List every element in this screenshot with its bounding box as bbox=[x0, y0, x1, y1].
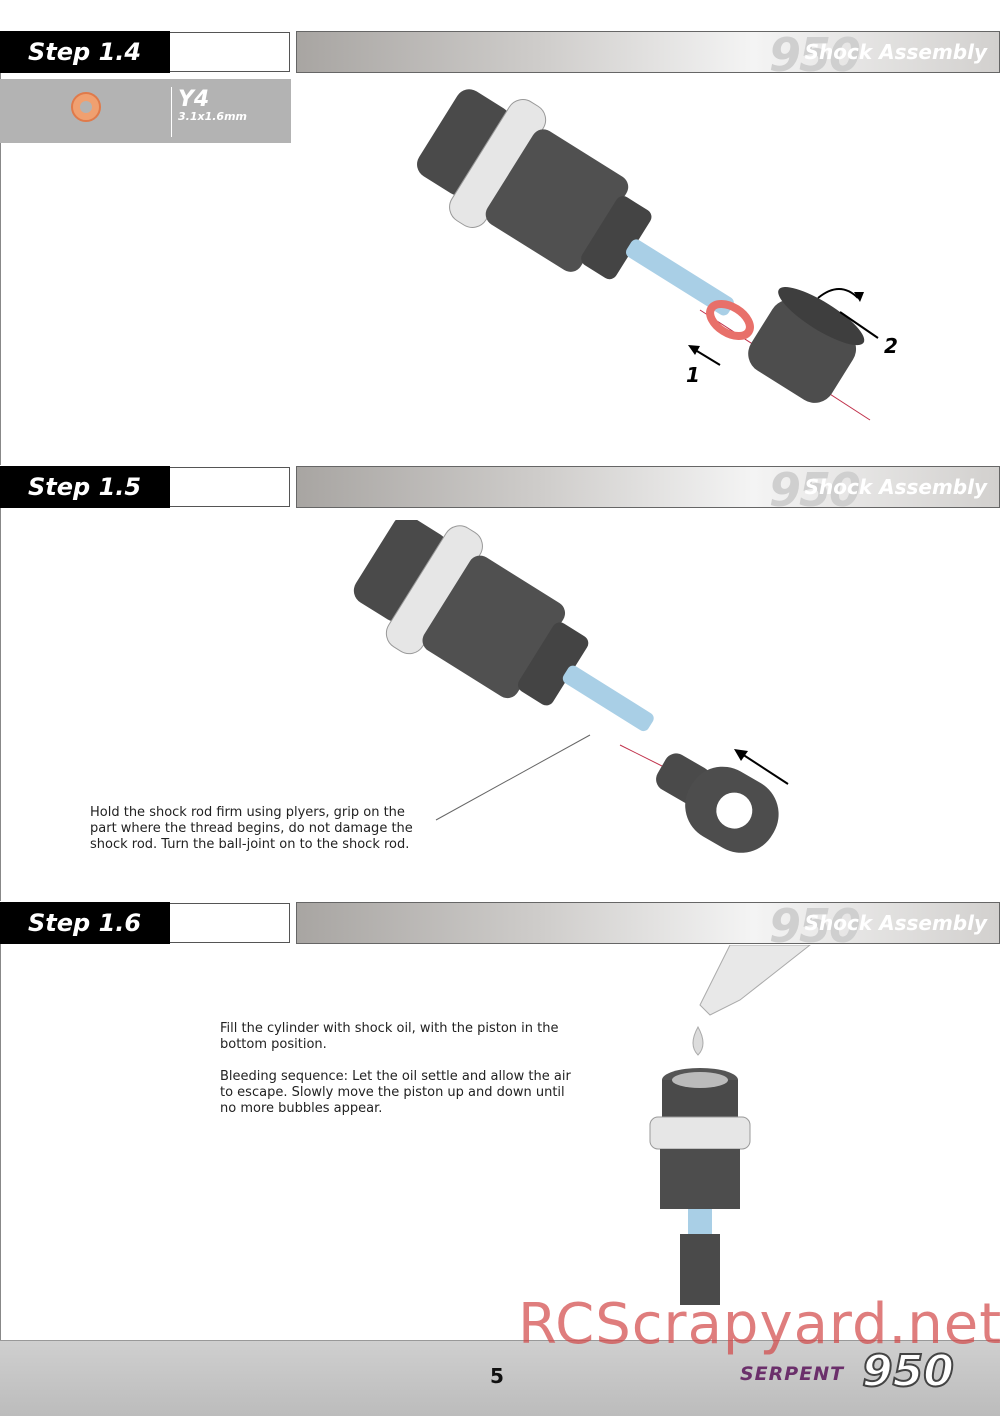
note-line: Bleeding sequence: Let the oil settle an… bbox=[220, 1069, 571, 1084]
shock-oil-fill-illustration bbox=[649, 945, 811, 1305]
page-footer bbox=[0, 1340, 1000, 1416]
note-line: Hold the shock rod firm using plyers, gr… bbox=[90, 805, 405, 820]
step-1-6-note: Fill the cylinder with shock oil, with t… bbox=[220, 1021, 571, 1117]
oring-part-icon bbox=[71, 92, 101, 122]
note-line: no more bubbles appear. bbox=[220, 1101, 383, 1116]
note-line: shock rod. Turn the ball-joint on to the… bbox=[90, 837, 410, 852]
callout-1: 1 bbox=[686, 363, 700, 387]
brand-logo-text: SERPENT bbox=[740, 1363, 845, 1385]
watermark: RCScrapyard.net bbox=[518, 1292, 1000, 1357]
step-blank-box bbox=[170, 32, 290, 72]
note-line: bottom position. bbox=[220, 1037, 327, 1052]
callout-2: 2 bbox=[884, 334, 898, 358]
step-blank-box bbox=[170, 903, 290, 943]
section-brand: 950 bbox=[768, 31, 861, 73]
note-line: to escape. Slowly move the piston up and… bbox=[220, 1085, 565, 1100]
brand-model-logo: 950 bbox=[861, 1345, 955, 1398]
part-code: Y4 bbox=[178, 87, 210, 112]
step-blank-box bbox=[170, 467, 290, 507]
section-title: Shock Assembly bbox=[804, 475, 987, 499]
parts-box: Y4 3.1x1.6mm bbox=[0, 79, 291, 143]
step-label: Step 1.5 bbox=[0, 466, 170, 508]
page-number: 5 bbox=[490, 1364, 504, 1388]
part-size: 3.1x1.6mm bbox=[178, 110, 247, 123]
left-border bbox=[0, 508, 1, 901]
shock-assembly-illustration-2 bbox=[353, 520, 789, 853]
section-header-bar: 950 Shock Assembly bbox=[296, 466, 1000, 508]
note-line: Fill the cylinder with shock oil, with t… bbox=[220, 1021, 559, 1036]
section-header-bar: 950 Shock Assembly bbox=[296, 31, 1000, 73]
left-border bbox=[0, 73, 1, 465]
left-border bbox=[0, 944, 1, 1340]
step-label: Step 1.6 bbox=[0, 902, 170, 944]
section-title: Shock Assembly bbox=[804, 40, 987, 64]
section-title: Shock Assembly bbox=[804, 911, 987, 935]
step-1-5-note: Hold the shock rod firm using plyers, gr… bbox=[90, 805, 413, 853]
section-brand: 950 bbox=[768, 466, 861, 508]
section-header-bar: 950 Shock Assembly bbox=[296, 902, 1000, 944]
parts-divider bbox=[171, 87, 172, 137]
section-brand: 950 bbox=[768, 902, 861, 944]
step-label: Step 1.4 bbox=[0, 31, 170, 73]
note-line: part where the thread begins, do not dam… bbox=[90, 821, 413, 836]
shock-assembly-illustration-1 bbox=[417, 89, 879, 421]
